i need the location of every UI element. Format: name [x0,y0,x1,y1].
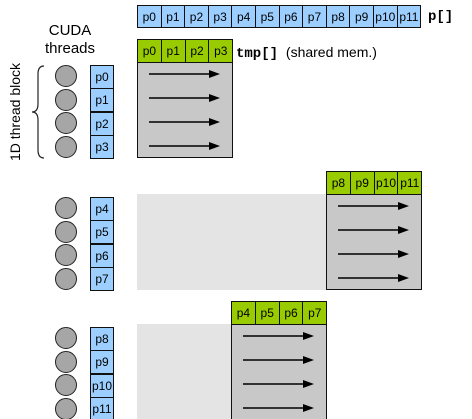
thread-circle [55,197,77,219]
thread-circle [55,397,77,419]
thread-circle [55,374,77,396]
shared-mem-note: (shared mem.) [285,44,377,60]
active-tile [326,194,422,290]
global-array-cell: p9 [349,5,374,28]
write-arrow [243,380,314,388]
inactive-tile [137,324,231,419]
thread-label-cell: p0 [90,64,114,89]
global-array-cell: p11 [396,5,422,28]
shared-mem-label: tmp[] (shared mem.) [236,44,377,62]
global-array-cell: p5 [255,5,280,28]
thread-label-cell: p1 [90,88,114,112]
thread-circle [55,327,77,349]
global-array-cell: p2 [184,5,209,28]
thread-block-label: 1D thread block [7,62,23,162]
write-arrows [243,332,314,412]
shared-mem-cell: p5 [254,301,280,325]
shared-mem-cell: p3 [208,39,234,63]
shared-mem-code: tmp[] [236,46,279,62]
write-arrow [243,356,314,364]
shared-mem-cell: p6 [278,301,304,325]
write-arrow [338,226,409,234]
shared-mem-cell: p4 [231,301,256,325]
shared-mem-cell: p11 [397,171,423,195]
shared-mem-cell: p2 [184,39,210,63]
thread-label-cell: p3 [90,135,114,159]
thread-label-cell: p9 [90,350,114,374]
thread-circle [55,267,77,290]
thread-block-brace [31,65,45,159]
active-tile [137,62,233,158]
thread-circle [55,112,77,134]
inactive-tile [231,194,326,290]
global-array-cell: p8 [325,5,351,28]
thread-circle [55,220,77,243]
thread-circle [55,135,77,158]
cuda-threads-title: CUDA threads [32,22,108,58]
global-array-label: p[] [428,9,454,25]
write-arrows [149,70,220,150]
shared-mem-cell: p9 [349,171,375,195]
thread-label-cell: p6 [90,243,114,268]
write-arrow [149,70,220,78]
global-array-cell: p0 [137,5,162,28]
thread-circle [55,244,77,266]
thread-label-cell: p8 [90,326,114,351]
shared-mem-cell: p10 [373,171,399,195]
write-arrows [338,202,409,282]
write-arrow [149,142,220,150]
inactive-tile [137,194,232,290]
write-arrow [243,404,314,412]
shared-mem-cell: p1 [160,39,186,63]
shared-mem-cell: p0 [137,39,162,63]
thread-label-cell: p7 [90,267,114,291]
thread-label-cell: p5 [90,220,114,244]
shared-mem-cell: p8 [326,171,351,195]
cuda-threads-line2: threads [44,40,96,57]
thread-label-cell: p10 [90,373,114,398]
shared-mem-cell: p7 [302,301,328,325]
write-arrow [149,118,220,126]
global-array-cell: p7 [302,5,327,28]
global-array-cell: p4 [231,5,256,28]
cuda-threads-line1: CUDA [48,22,92,39]
global-array-cell: p6 [278,5,304,28]
global-array-cell: p3 [207,5,233,28]
thread-label-cell: p2 [90,111,114,136]
write-arrow [149,94,220,102]
write-arrow [338,250,409,258]
thread-circle [55,88,77,111]
thread-circle [55,65,77,87]
thread-label-cell: p4 [90,196,114,221]
thread-label-cell: p11 [90,397,114,419]
global-array-cell: p10 [373,5,398,28]
write-arrow [338,274,409,282]
write-arrow [338,202,409,210]
write-arrow [243,332,314,340]
thread-circle [55,350,77,373]
active-tile [231,324,327,419]
global-array-cell: p1 [160,5,186,28]
